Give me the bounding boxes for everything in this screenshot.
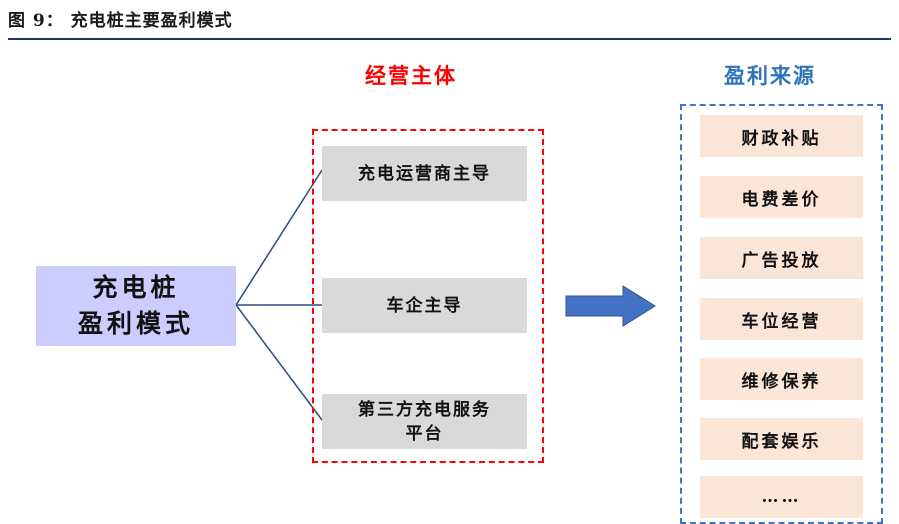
revenue-item: 广告投放: [700, 237, 863, 279]
title-divider: [8, 38, 891, 40]
root-node-line-1: 充电桩: [92, 273, 180, 302]
revenue-item: ……: [700, 476, 863, 518]
root-node-charging-pile: 充电桩 盈利模式: [36, 266, 236, 346]
entity-group-frame: [312, 129, 544, 463]
revenue-section-label: 盈利来源: [724, 63, 816, 88]
entity-2-line-1: 车企主导: [386, 295, 463, 316]
entity-3-line-2: 平台: [405, 423, 444, 444]
revenue-item: 财政补贴: [700, 115, 863, 157]
entity-operator-led: 充电运营商主导: [322, 146, 527, 201]
entity-automaker-led: 车企主导: [322, 278, 527, 333]
entity-section-label: 经营主体: [365, 63, 457, 88]
revenue-item: 维修保养: [700, 358, 863, 400]
revenue-item: 电费差价: [700, 176, 863, 218]
figure-title: 图 9： 充电桩主要盈利模式: [8, 11, 233, 31]
entity-1-line-1: 充电运营商主导: [358, 163, 491, 184]
root-node-line-2: 盈利模式: [77, 309, 194, 338]
entity-3-line-1: 第三方充电服务: [358, 399, 491, 420]
revenue-item: 车位经营: [700, 298, 863, 340]
revenue-item: 配套娱乐: [700, 418, 863, 460]
connector-to-entity-1: [235, 169, 323, 306]
entity-third-party-platform: 第三方充电服务 平台: [322, 394, 527, 449]
connector-to-entity-3: [235, 304, 323, 421]
right-arrow-icon: [565, 285, 656, 327]
